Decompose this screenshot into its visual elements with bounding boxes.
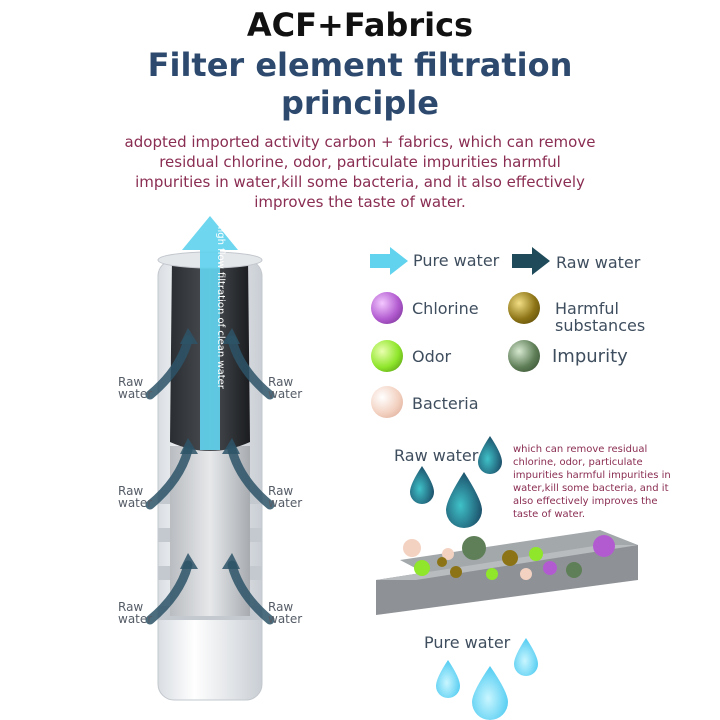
raw-water-label-left-2: Raw water [118,484,153,510]
arrowhead [222,438,240,454]
chlorine-ball-icon [371,292,403,324]
particle-odor [529,547,543,561]
legend-odor: Odor [412,347,452,366]
pure-water-drop [436,660,460,698]
pure-water-arrow-icon [370,247,408,275]
diagram-pure-water-label: Pure water [424,633,511,652]
raw-water-label-right-3: Raw water [268,600,303,626]
inflow-arrow-left-mid [145,445,193,510]
diagram-note: which can remove residual chlorine, odor… [513,444,671,520]
inflow-arrow-right-mid [227,445,275,510]
subtitle-line-2: principle [281,84,439,122]
legend-raw-water: Raw water [556,253,641,272]
arrowhead [180,438,198,454]
legend-pure-water: Pure water [413,251,500,270]
page-subtitle: Filter element filtration principle [0,46,720,122]
particle-bacteria [403,539,421,557]
clean-water-flow-arrow [182,216,238,450]
inflow-arrow-right-top [227,335,275,400]
raw-water-drop [410,466,434,504]
raw-water-label-right-1: Raw water [268,375,303,401]
raw-water-drop [478,436,502,474]
diagram-raw-water-label: Raw water [394,446,479,465]
legend-chlorine: Chlorine [412,299,479,318]
impurity-ball-icon [508,340,540,372]
raw-water-arrow-icon [512,247,550,275]
particle-bacteria [442,548,454,560]
description-text: adopted imported activity carbon + fabri… [124,133,596,211]
arrowhead [222,553,240,569]
particle-harmful [437,557,447,567]
particle-harmful [450,566,462,578]
pure-water-drop [472,666,508,720]
filter-cartridge-illustration [145,216,275,701]
particle-bacteria [520,568,532,580]
raw-water-label-right-2: Raw water [268,484,303,510]
page-title: ACF+Fabrics [246,6,474,44]
particle-impurity [566,562,582,578]
legend-impurity: Impurity [552,346,628,367]
particle-impurity [462,536,486,560]
legend-harmful-substances: Harmful substances [555,299,646,335]
inflow-arrow-left-low [145,560,193,625]
inflow-arrow-left-top [145,335,193,400]
filtration-diagram [376,436,638,720]
raw-water-label-left-3: Raw water [118,600,153,626]
legend-bacteria: Bacteria [412,394,479,413]
subtitle-line-1: Filter element filtration [147,46,573,84]
raw-water-drop [446,472,482,528]
particle-harmful [502,550,518,566]
arrowhead [180,328,198,344]
particle-chlorine [543,561,557,575]
inflow-arrow-right-low [227,560,275,625]
particle-odor [414,560,430,576]
bacteria-ball-icon [371,386,403,418]
odor-ball-icon [371,340,403,372]
pure-water-drop [514,638,538,676]
flow-label: High flow filtration of clean water [215,222,226,389]
arrowhead [222,328,240,344]
raw-water-label-left-1: Raw water [118,375,153,401]
particle-odor [486,568,498,580]
particle-chlorine [593,535,615,557]
arrowhead [180,553,198,569]
harmful-substances-ball-icon [508,292,540,324]
